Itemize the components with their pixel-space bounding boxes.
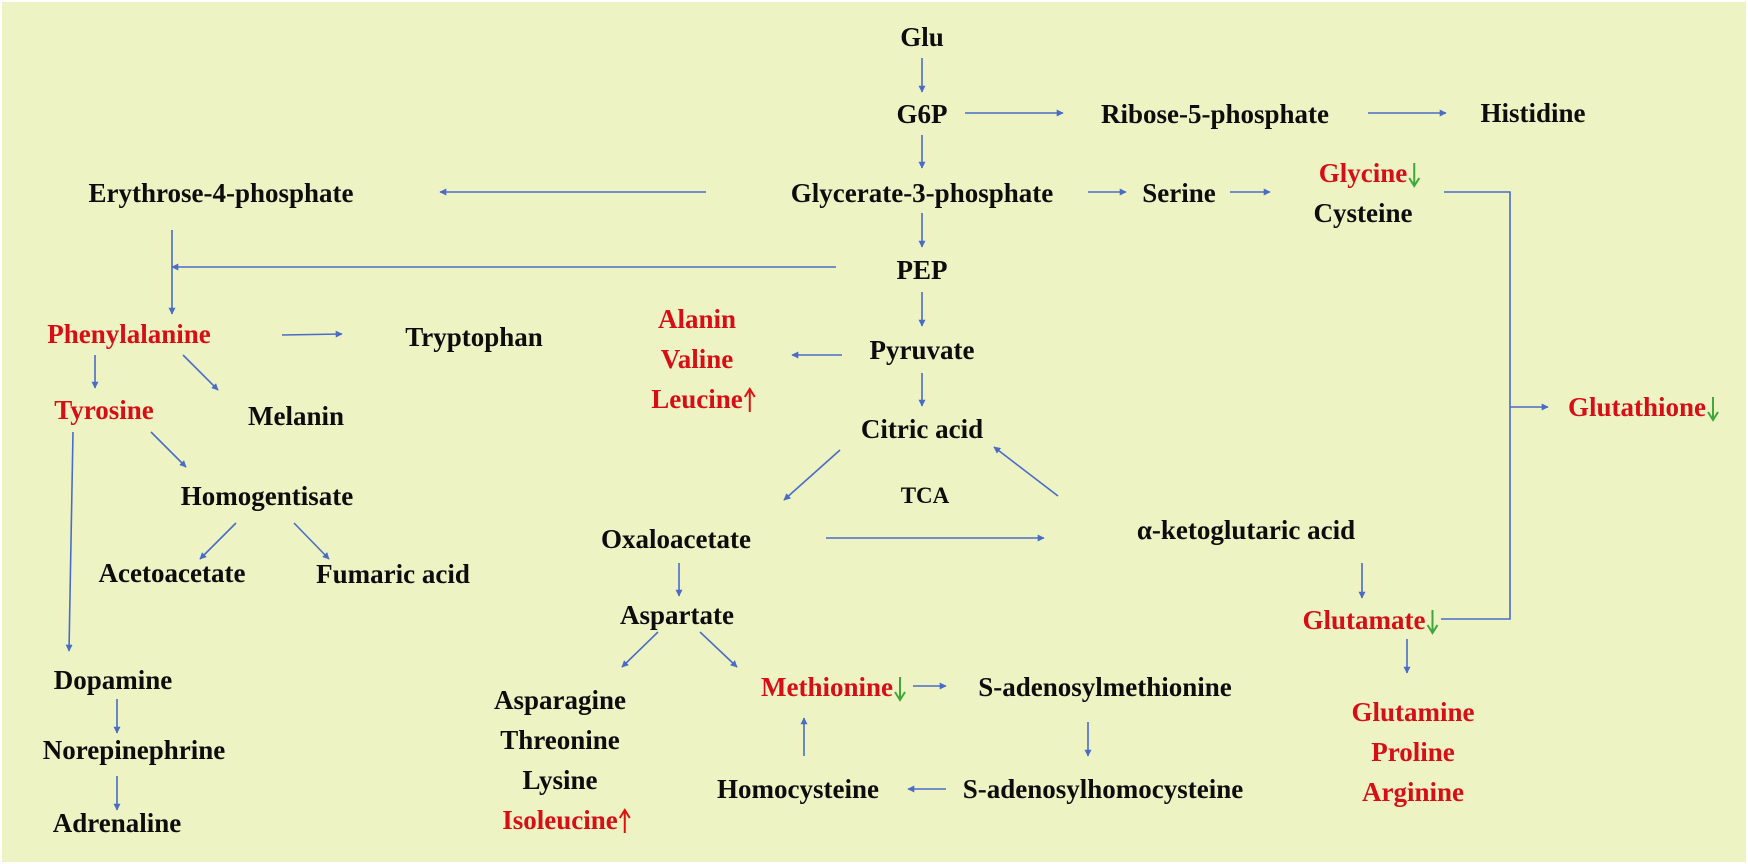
label-citric-acid: Citric acid (861, 414, 983, 444)
arrow-homogentisate-acetoacetate (199, 522, 237, 560)
label-aspartate: Aspartate (620, 600, 734, 630)
label-leucine: Leucine (651, 384, 743, 414)
label-homocysteine: Homocysteine (717, 774, 879, 804)
down-arrow-icon-glutathione (1707, 397, 1719, 422)
label-tryptophan: Tryptophan (405, 322, 543, 352)
label-norepinephrine: Norepinephrine (43, 735, 226, 765)
metabolite-labels: Glu G6P Ribose-5-phosphate Histidine Ery… (43, 22, 1706, 838)
label-homogentisate: Homogentisate (181, 481, 353, 511)
arrow-homogentisate-fumaric (293, 522, 330, 560)
label-acetoacetate: Acetoacetate (99, 558, 246, 588)
arrow-citric-oxaloacetate (783, 449, 841, 501)
trend-indicators (618, 163, 1719, 833)
label-proline: Proline (1371, 737, 1455, 767)
arrow-akg-citric (993, 446, 1059, 497)
arrow-aspartate-asparagine (621, 631, 659, 668)
label-s-adenosylhomocysteine: S-adenosylhomocysteine (963, 774, 1244, 804)
up-arrow-icon-leucine (743, 387, 756, 412)
label-histidine: Histidine (1480, 98, 1585, 128)
down-arrow-icon-glycine (1408, 163, 1421, 188)
label-valine: Valine (661, 344, 734, 374)
label-arginine: Arginine (1362, 777, 1464, 807)
label-glutathione: Glutathione (1568, 392, 1706, 422)
label-glycine: Glycine (1319, 158, 1408, 188)
label-tca: TCA (901, 483, 950, 508)
pathway-arrows (65, 58, 1549, 811)
down-arrow-icon-methionine (894, 677, 906, 702)
label-alpha-ketoglutaric-acid: α-ketoglutaric acid (1137, 515, 1355, 545)
label-methionine: Methionine (761, 672, 893, 702)
label-ribose-5-phosphate: Ribose-5-phosphate (1101, 99, 1329, 129)
label-cysteine: Cysteine (1314, 198, 1413, 228)
label-serine: Serine (1142, 178, 1216, 208)
arrow-tyrosine-dopamine (65, 431, 74, 652)
label-g6p: G6P (897, 99, 948, 129)
label-asparagine: Asparagine (494, 685, 626, 715)
arrow-phenylalanine-melanin (182, 354, 219, 391)
label-isoleucine: Isoleucine (502, 805, 618, 835)
label-fumaric-acid: Fumaric acid (316, 559, 470, 589)
label-glutamate: Glutamate (1303, 605, 1426, 635)
label-adrenaline: Adrenaline (53, 808, 182, 838)
label-glycerate-3-phosphate: Glycerate-3-phosphate (791, 178, 1053, 208)
label-glu: Glu (900, 22, 944, 52)
label-lysine: Lysine (522, 765, 597, 795)
arrow-glycine-glutathione-bracket (1441, 191, 1511, 620)
label-phenylalanine: Phenylalanine (47, 319, 211, 349)
label-glutamine: Glutamine (1351, 697, 1474, 727)
arrow-tyrosine-homogentisate (150, 431, 187, 468)
label-oxaloacetate: Oxaloacetate (601, 524, 751, 554)
down-arrow-icon-glutamate (1426, 610, 1439, 635)
label-erythrose-4-phosphate: Erythrose-4-phosphate (88, 178, 353, 208)
label-threonine: Threonine (500, 725, 620, 755)
arrow-aspartate-methionine (699, 631, 738, 668)
label-alanin: Alanin (658, 304, 736, 334)
arrow-phenylalanine-tryptophan (281, 330, 343, 338)
label-dopamine: Dopamine (54, 665, 173, 695)
up-arrow-icon-isoleucine (618, 808, 631, 833)
label-pyruvate: Pyruvate (870, 335, 975, 365)
label-pep: PEP (897, 255, 948, 285)
label-tyrosine: Tyrosine (54, 395, 154, 425)
label-s-adenosylmethionine: S-adenosylmethionine (978, 672, 1232, 702)
label-melanin: Melanin (248, 401, 344, 431)
